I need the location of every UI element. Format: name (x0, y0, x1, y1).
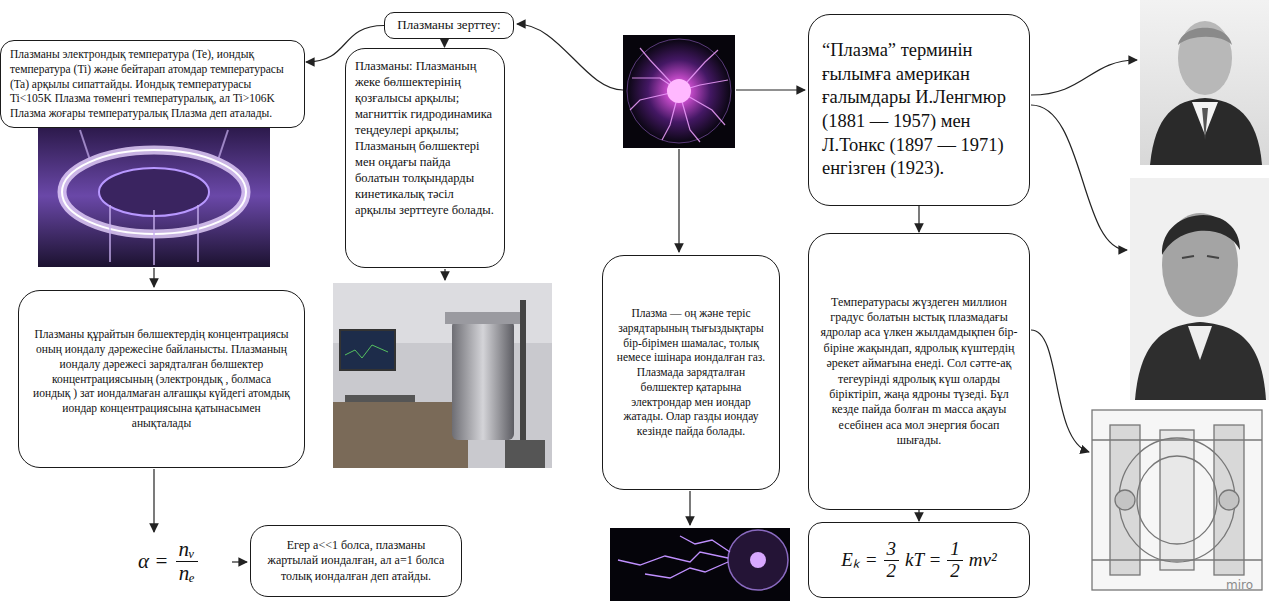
box-text: Плазманы электрондық температура (Te), и… (10, 47, 295, 121)
box-text: Плазманы: Плазманың жеке бөлшектерінің қ… (355, 58, 495, 218)
formula-row: Eₖ =32kT =12mv² (817, 539, 1021, 582)
formula-text: mv² (969, 548, 997, 572)
denominator: 2 (947, 560, 963, 582)
tokamak-photo (38, 125, 270, 267)
formula-box: Eₖ =32kT =12mv² (808, 522, 1030, 598)
mind-map-box: Плазманы электрондық температура (Te), и… (0, 40, 305, 128)
fraction: nᵥnₑ (175, 538, 197, 585)
mind-map-box: Плазманы құрайтын бөлшектердің концентра… (18, 290, 305, 468)
box-text: Температурасы жүздеген миллион градус бо… (820, 295, 1018, 449)
box-text: Егер a<<1 болса, плазманы жартылай ионда… (262, 538, 450, 584)
formula-text: Eₖ = (841, 548, 877, 572)
mind-map-box: Плазма — оң және теріс зарядтарының тығы… (602, 255, 780, 490)
mind-map-box: Плазманы: Плазманың жеке бөлшектерінің қ… (345, 48, 505, 268)
connector-arrow (918, 206, 919, 232)
denominator: nₑ (176, 561, 198, 585)
fraction: 32 (884, 539, 900, 582)
formula-symbol: α = (138, 549, 168, 574)
laboratory-photo (333, 283, 552, 468)
langmuir-portrait (1140, 0, 1269, 165)
watermark: miro (1226, 578, 1253, 592)
mind-map-box: Плазманы зерттеу: (384, 12, 514, 39)
denominator: 2 (884, 560, 900, 582)
formula-text: kT = (905, 548, 941, 572)
box-text: Плазманы құрайтын бөлшектердің концентра… (33, 327, 290, 430)
numerator: 3 (884, 539, 900, 560)
fraction: 12 (947, 539, 963, 582)
box-text: “Плазма” терминін ғылымға американ ғалым… (822, 39, 1016, 181)
plasma-ball-photo (623, 35, 735, 148)
mind-map-box: Температурасы жүздеген миллион градус бо… (808, 233, 1030, 510)
numerator: 1 (947, 539, 963, 560)
box-text: Плазманы зерттеу: (391, 17, 507, 34)
discharge-photo (610, 528, 790, 601)
tonks-portrait (1130, 178, 1269, 400)
mind-map-box: “Плазма” терминін ғылымға американ ғалым… (808, 14, 1030, 206)
ionization-formula: α = nᵥnₑ (138, 538, 201, 585)
mind-map-box: Егер a<<1 болса, плазманы жартылай ионда… (250, 525, 462, 597)
connector-arrow (444, 39, 445, 47)
box-text: Плазма — оң және теріс зарядтарының тығы… (614, 306, 768, 438)
tokamak-drawing (1092, 410, 1262, 590)
connector-arrow (918, 510, 919, 521)
numerator: nᵥ (175, 538, 197, 561)
